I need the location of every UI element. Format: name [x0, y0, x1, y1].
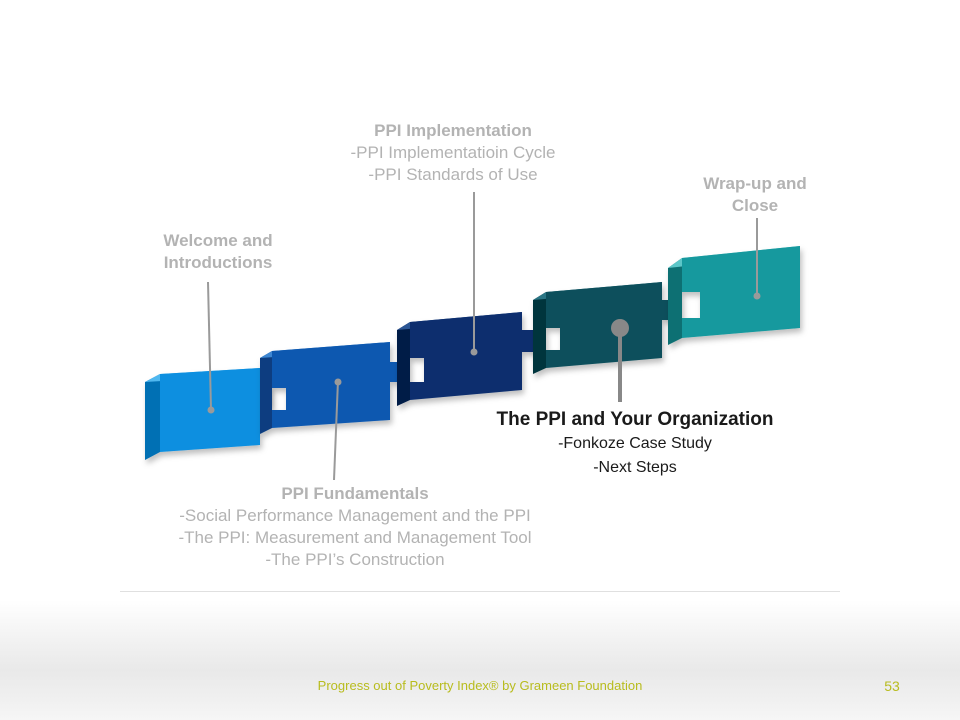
stage-label-wrapup: Wrap-up and Close: [670, 173, 840, 217]
stage-item: -Social Performance Management and the P…: [179, 506, 531, 525]
stage-item: -Fonkoze Case Study: [558, 435, 712, 452]
puzzle-piece-welcome: [145, 368, 270, 460]
connector-welcome: [207, 281, 215, 414]
stage-label-organization: The PPI and Your Organization -Fonkoze C…: [440, 408, 830, 480]
connector-organization: [611, 319, 629, 402]
puzzle-piece-implementation: [397, 312, 536, 406]
stage-item: -PPI Standards of Use: [368, 165, 538, 184]
connector-wrapup: [753, 218, 761, 300]
puzzle-piece-wrapup: [668, 246, 800, 345]
connector-implementation: [470, 192, 478, 356]
stage-title: Close: [731, 196, 779, 215]
stage-label-implementation: PPI Implementation -PPI Implementatioin …: [303, 120, 603, 186]
stage-label-fundamentals: PPI Fundamentals -Social Performance Man…: [120, 483, 590, 571]
stage-title: PPI Fundamentals: [281, 484, 429, 503]
stage-title: Wrap-up and: [703, 174, 807, 193]
stage-item: -The PPI’s Construction: [265, 550, 445, 569]
connector-fundamentals: [333, 378, 342, 481]
stage-item: -PPI Implementatioin Cycle: [350, 143, 556, 162]
stage-title-active: The PPI and Your Organization: [496, 409, 774, 430]
footer-band: [0, 600, 960, 720]
page-number: 53: [884, 678, 900, 694]
footer-text: Progress out of Poverty Index® by Gramee…: [317, 678, 643, 693]
stage-title: Introductions: [163, 253, 273, 272]
puzzle-piece-fundamentals: [260, 342, 404, 434]
puzzle-piece-organization: [533, 282, 676, 374]
stage-title: PPI Implementation: [374, 121, 532, 140]
stage-title: Welcome and: [163, 231, 273, 250]
stage-item: -The PPI: Measurement and Management Too…: [178, 528, 532, 547]
stage-label-welcome: Welcome and Introductions: [118, 230, 318, 274]
divider-line: [120, 591, 840, 592]
stage-item: -Next Steps: [593, 459, 677, 476]
